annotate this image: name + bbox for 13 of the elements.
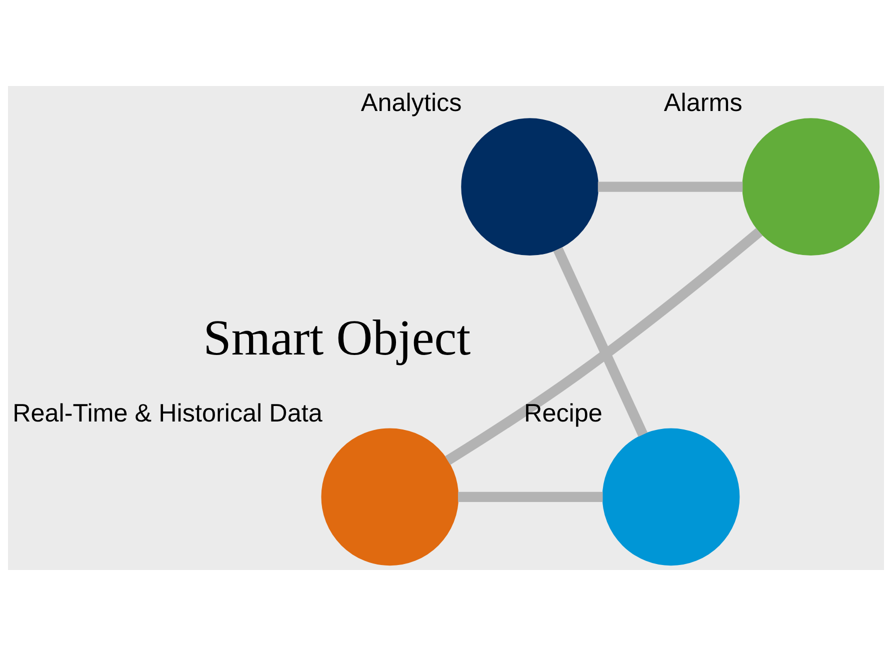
node-circle	[461, 118, 598, 256]
connector	[458, 491, 603, 502]
connector	[553, 246, 648, 436]
node-label: Alarms	[664, 88, 742, 117]
node-circle	[742, 118, 880, 256]
connector	[598, 181, 743, 192]
connector	[444, 228, 763, 464]
node-label: Analytics	[360, 88, 462, 117]
node-circle	[321, 428, 459, 566]
node-circle	[602, 428, 740, 566]
label: Smart Object	[203, 308, 471, 365]
node-label: Real-Time & Historical Data	[12, 398, 322, 427]
node-label: Recipe	[524, 398, 602, 427]
